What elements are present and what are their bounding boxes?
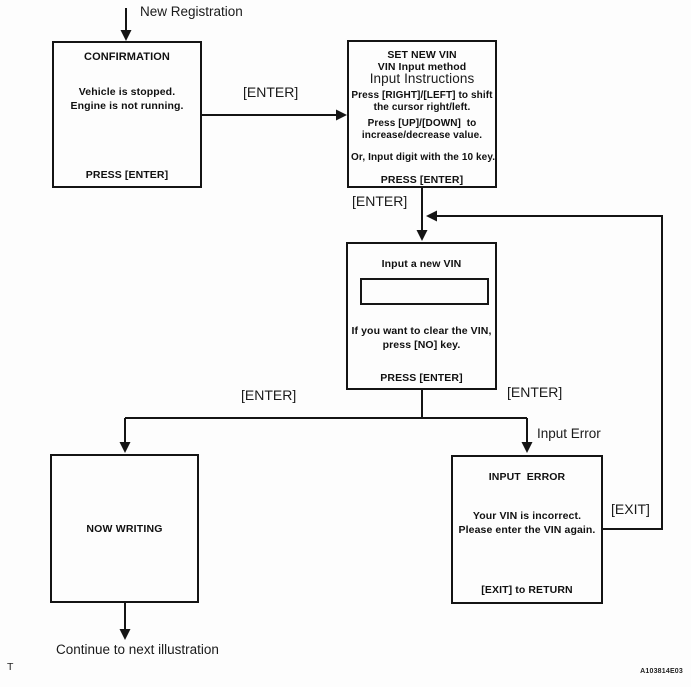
confirmation-body-line-1: Vehicle is stopped. (78, 86, 176, 98)
arrowhead-right-to-setvin (336, 109, 347, 121)
instruction-line-1: Press [RIGHT]/[LEFT] to shift (351, 90, 493, 101)
now-writing-box: NOW WRITING (50, 454, 199, 603)
input-error-box: INPUT ERROR Your VIN is incorrect. Pleas… (451, 455, 603, 604)
input-new-vin-footer: PRESS [ENTER] (380, 372, 463, 384)
arrowhead-down-to-inputerror (521, 442, 533, 453)
confirmation-box: CONFIRMATION Vehicle is stopped. Engine … (52, 41, 202, 188)
arrowhead-down-to-inputvin (416, 230, 428, 241)
set-new-vin-footer: PRESS [ENTER] (380, 174, 464, 186)
arrowhead-start-down (120, 30, 132, 41)
enter-label-2: [ENTER] (352, 193, 408, 209)
input-new-vin-title: Input a new VIN (381, 258, 462, 270)
clear-vin-note-line-2: press [NO] key. (382, 339, 461, 351)
input-new-vin-box: Input a new VIN If you want to clear the… (346, 242, 497, 390)
arrowhead-down-continue (119, 629, 131, 640)
enter-label-branch-left: [ENTER] (241, 387, 297, 403)
confirmation-title: CONFIRMATION (84, 51, 170, 63)
confirmation-footer: PRESS [ENTER] (85, 169, 169, 181)
input-error-title: INPUT ERROR (488, 471, 566, 483)
now-writing-title: NOW WRITING (86, 522, 163, 535)
instruction-line-4: increase/decrease value. (361, 130, 483, 141)
clear-vin-note-line-1: If you want to clear the VIN, (351, 325, 492, 337)
figure-code: A103814E03 (640, 668, 683, 675)
return-loop-line (437, 215, 663, 530)
input-error-body-line-1: Your VIN is incorrect. (472, 510, 582, 522)
continue-label: Continue to next illustration (56, 642, 219, 657)
enter-label-1: [ENTER] (243, 84, 299, 100)
set-new-vin-title: SET NEW VIN (387, 49, 457, 61)
instruction-line-3: Press [UP]/[DOWN] to (367, 118, 477, 129)
instruction-line-2: the cursor right/left. (373, 102, 471, 113)
arrowhead-left-return (426, 210, 437, 222)
input-error-body-line-2: Please enter the VIN again. (458, 524, 596, 536)
enter-label-branch-right: [ENTER] (507, 384, 563, 400)
set-new-vin-subtitle: VIN Input method (377, 61, 467, 73)
page-corner-letter: T (7, 661, 14, 673)
vin-input-field (360, 278, 489, 305)
arrowhead-down-to-nowwriting (119, 442, 131, 453)
input-error-label: Input Error (537, 426, 601, 441)
exit-label: [EXIT] (611, 501, 650, 517)
input-error-footer: [EXIT] to RETURN (481, 584, 573, 596)
instruction-line-5: Or, Input digit with the 10 key. (351, 152, 496, 163)
confirmation-body-line-2: Engine is not running. (70, 100, 184, 112)
start-label: New Registration (140, 4, 243, 19)
branch-lines (124, 390, 528, 442)
input-instructions-heading: Input Instructions (369, 71, 475, 86)
set-new-vin-box: SET NEW VIN VIN Input method Input Instr… (347, 40, 497, 188)
